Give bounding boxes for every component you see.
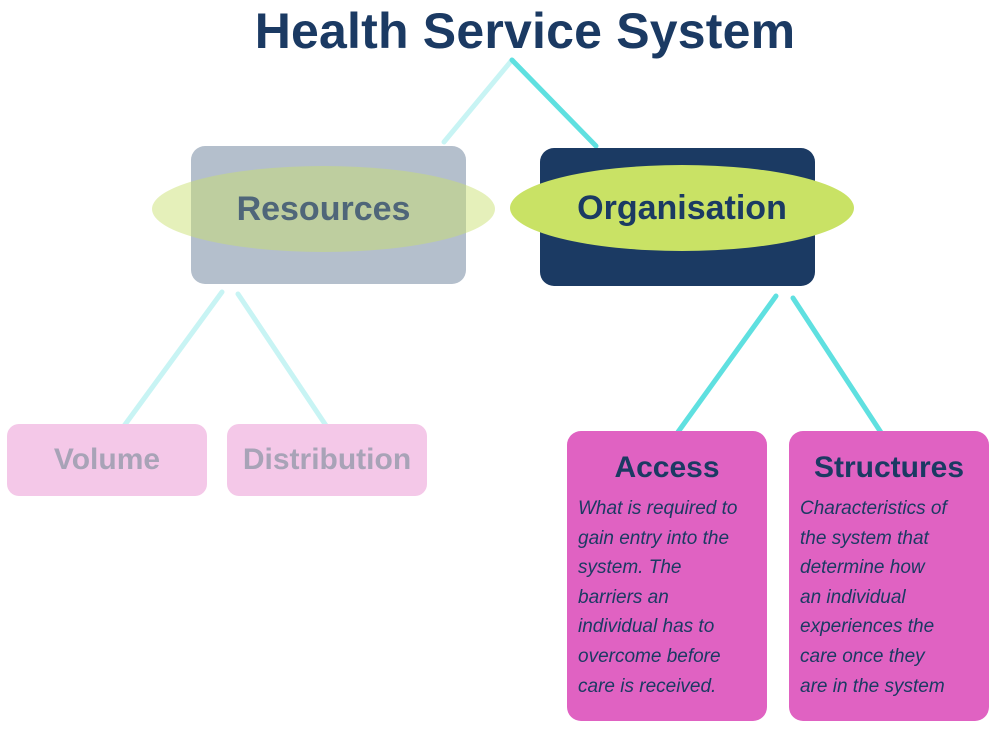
volume-label: Volume (53, 443, 161, 476)
distribution-label: Distribution (242, 443, 412, 476)
access-card: Access What is required to gain entry in… (567, 431, 767, 721)
access-title: Access (614, 451, 720, 484)
structures-card: Structures Characteristics of the system… (789, 431, 989, 721)
resources-label: Resources (236, 189, 411, 228)
distribution-node: Distribution (227, 424, 427, 496)
connector-title-resources (441, 57, 515, 145)
connector-resources-volume (121, 289, 225, 429)
diagram-title: Health Service System (254, 3, 796, 59)
access-description: What is required to gain entry into the … (578, 498, 738, 697)
resources-box (191, 146, 466, 284)
connector-organisation-access (675, 293, 779, 435)
connector-resources-distribution (235, 291, 330, 430)
organisation-label: Organisation (577, 188, 787, 227)
organisation-node: Organisation (510, 165, 854, 251)
connector-title-organisation (509, 57, 599, 149)
connector-organisation-structures (790, 295, 885, 437)
resources-node: Resources (152, 166, 495, 252)
structures-description: Characteristics of the system that deter… (800, 498, 947, 697)
volume-node: Volume (7, 424, 207, 496)
structures-title: Structures (813, 451, 965, 484)
